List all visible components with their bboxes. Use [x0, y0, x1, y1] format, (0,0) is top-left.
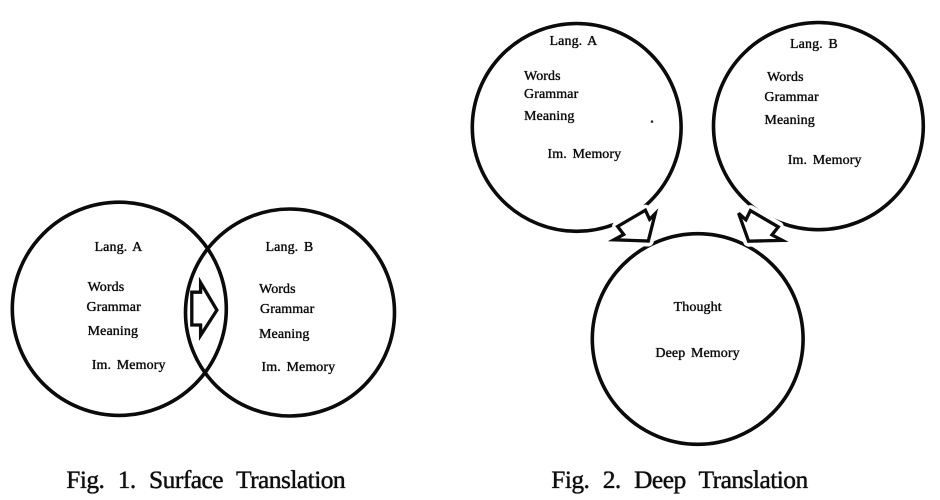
fig1-lang-a-grammar: Grammar	[86, 299, 141, 315]
fig2-lang-b-label: Lang. B	[790, 36, 838, 52]
fig2-lang-b-im-memory: Im. Memory	[787, 152, 862, 168]
fig2-lang-a-im-memory: Im. Memory	[547, 147, 622, 163]
fig2-lang-b-words: Words	[767, 70, 804, 86]
fig2-lang-a-words: Words	[524, 69, 561, 85]
fig2-lang-a-label: Lang. A	[549, 34, 598, 49]
fig2-circle-lang-a	[470, 21, 683, 234]
fig2-lang-a-grammar: Grammar	[524, 87, 579, 102]
fig2-circle-lang-b	[711, 20, 926, 232]
fig2-left-arrow-icon	[607, 207, 659, 243]
fig2-lang-b-meaning: Meaning	[764, 113, 815, 128]
fig1-lang-a-label: Lang. A	[94, 239, 143, 255]
fig1-lang-a-meaning: Meaning	[87, 324, 139, 340]
fig2-circle-thought	[590, 231, 805, 447]
fig2-thought-label: Thought	[673, 300, 722, 316]
fig1-lang-b-meaning: Meaning	[259, 326, 310, 342]
fig1-lang-a-words: Words	[87, 279, 125, 295]
fig1-circle-lang-a	[10, 200, 229, 418]
fig1-lang-b-im-memory: Im. Memory	[261, 360, 336, 376]
fig1-lang-b-grammar: Grammar	[260, 301, 315, 317]
fig2-lang-a-meaning: Meaning	[524, 109, 575, 125]
fig1-caption: Fig. 1. Surface Translation	[66, 464, 346, 494]
fig2-right-arrow-icon	[737, 208, 789, 243]
fig2-caption: Fig. 2. Deep Translation	[551, 464, 808, 494]
fig2-deep-memory-label: Deep Memory	[655, 346, 740, 362]
fig1-lang-b-label: Lang. B	[265, 240, 314, 256]
fig1-circle-lang-b	[183, 207, 397, 418]
fig1-lang-b-words: Words	[259, 281, 296, 297]
fig1-right-arrow-icon	[190, 276, 219, 342]
scan-speck	[650, 120, 654, 123]
fig1-lang-a-im-memory: Im. Memory	[91, 357, 166, 373]
fig2-lang-b-grammar: Grammar	[764, 90, 819, 106]
